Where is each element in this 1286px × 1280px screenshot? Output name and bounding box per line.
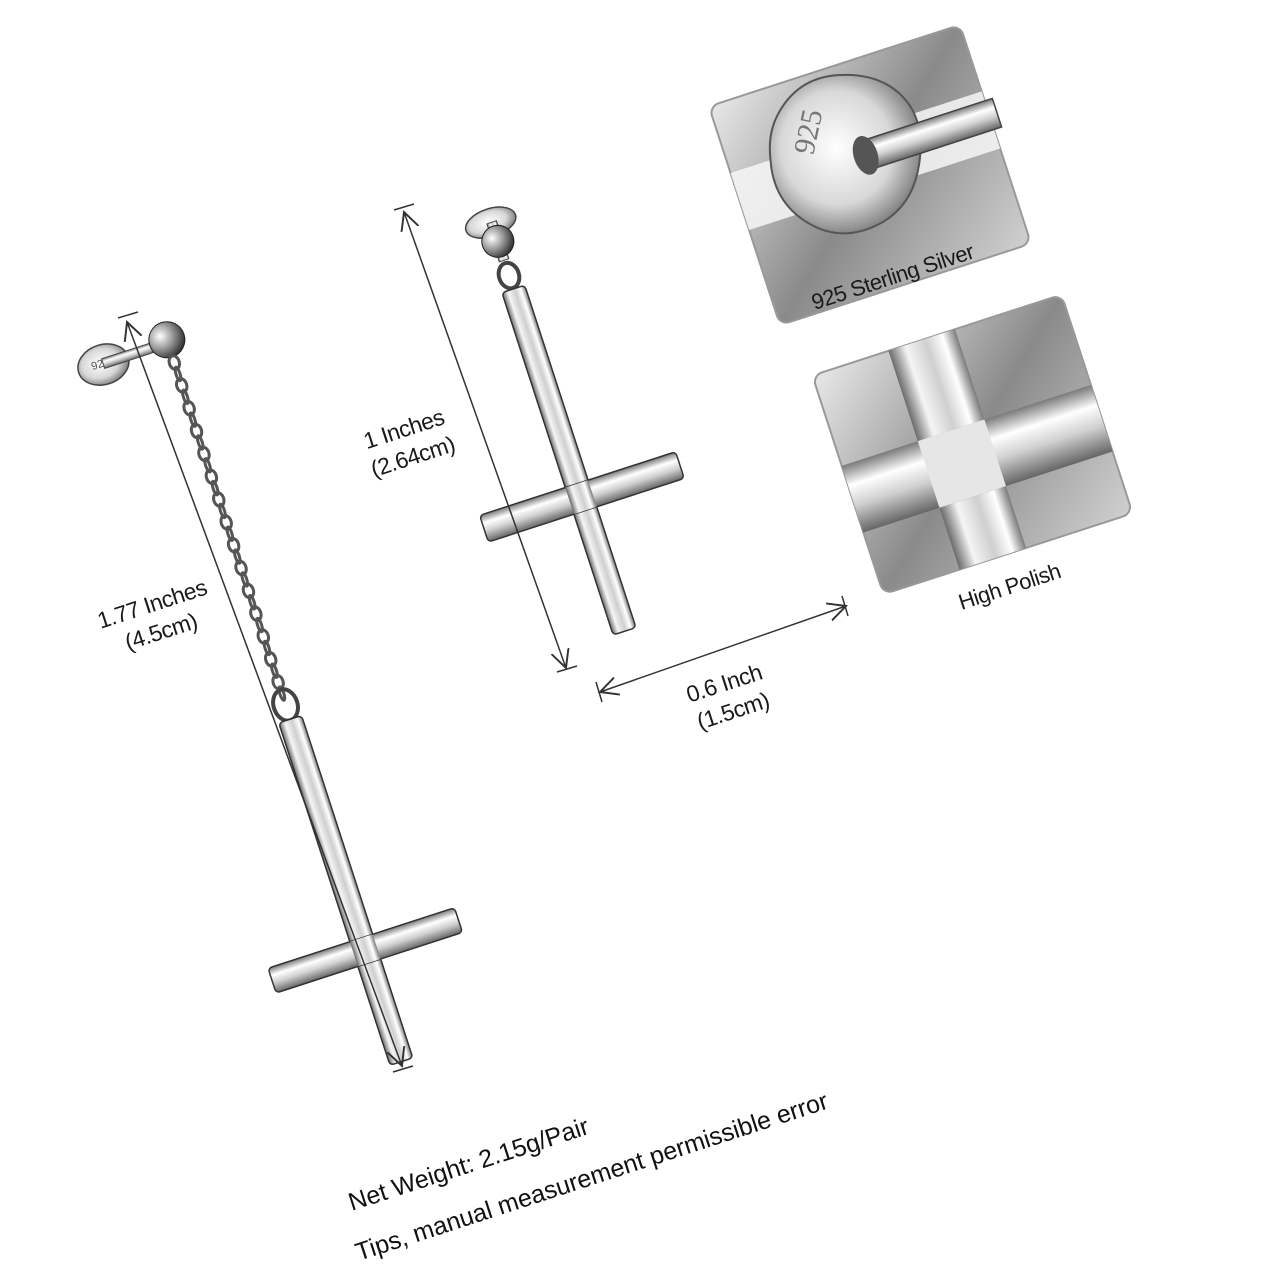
dimension-cross-length-line: [393, 203, 578, 673]
dimension-total-length-line: [117, 311, 414, 1073]
earring-chain: [167, 354, 287, 702]
short-cross-pendant: [479, 285, 684, 635]
long-cross-pendant: [268, 715, 463, 1066]
polish-closeup-panel: [813, 296, 1132, 593]
dimension-cross-width-line: [595, 595, 849, 703]
ball-stud: [148, 321, 186, 359]
stamp-closeup-panel: 925: [710, 26, 1030, 324]
